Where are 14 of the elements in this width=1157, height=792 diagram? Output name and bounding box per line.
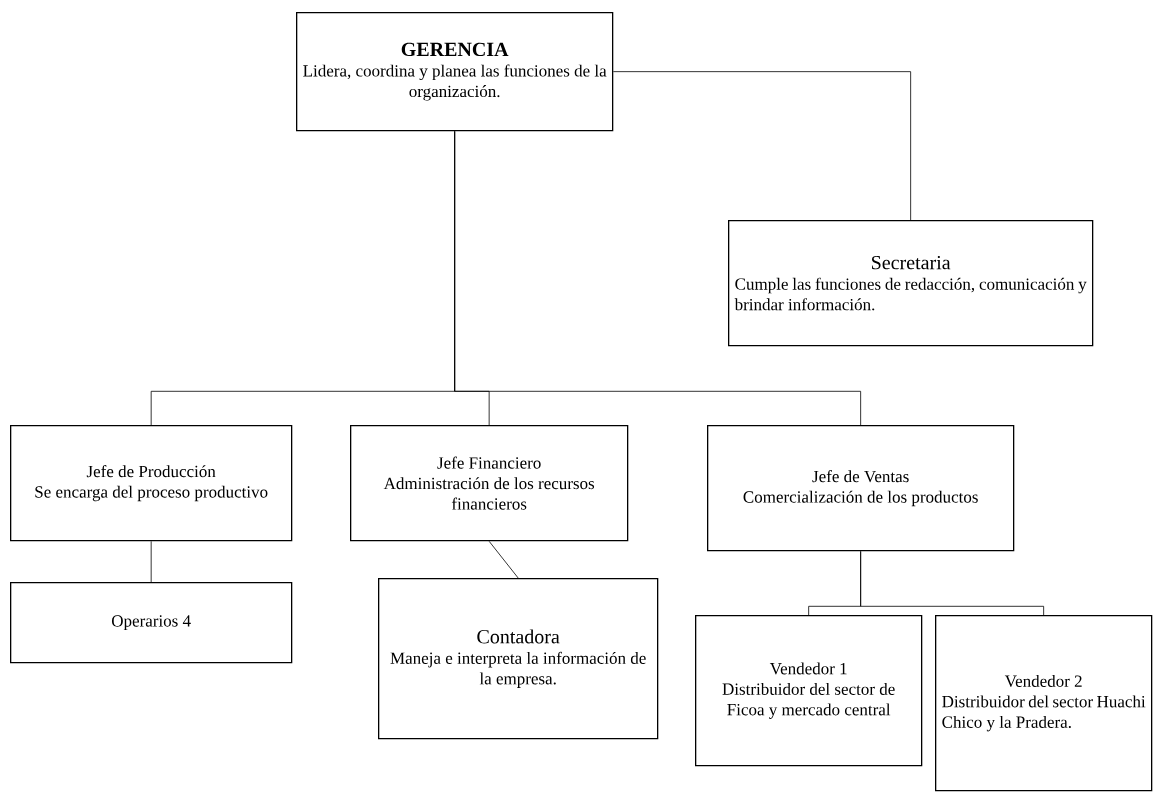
role-box: Vendedor 2 Distribuidor del sector Huachi Chico y la Pradera. — [935, 615, 1153, 792]
role-box: Jefe Financiero Administración de los recursos financieros — [350, 425, 629, 542]
role-box: Vendedor 1 Distribuidor del sector de Ficoa y mercado central — [695, 615, 923, 767]
connector-line — [454, 130, 862, 426]
role-box: Jefe de Ventas Comercialización de los productos — [707, 425, 1015, 552]
connector-line — [860, 550, 1045, 616]
role-box: Secretaria Cumple las funciones de redacción, comunicación y brindar información. — [728, 220, 1094, 347]
connector-line — [488, 540, 519, 579]
role-box: Contadora Maneja e interpreta la información de la empresa. — [378, 578, 659, 740]
management-box: GERENCIA Lidera, coordina y planea las funciones de la organización. — [296, 12, 614, 132]
connector-line — [612, 71, 912, 221]
connector-line — [150, 540, 152, 583]
role-box: Jefe de Producción Se encarga del proceso productivo — [10, 425, 293, 542]
role-box: Operarios 4 — [10, 582, 293, 664]
